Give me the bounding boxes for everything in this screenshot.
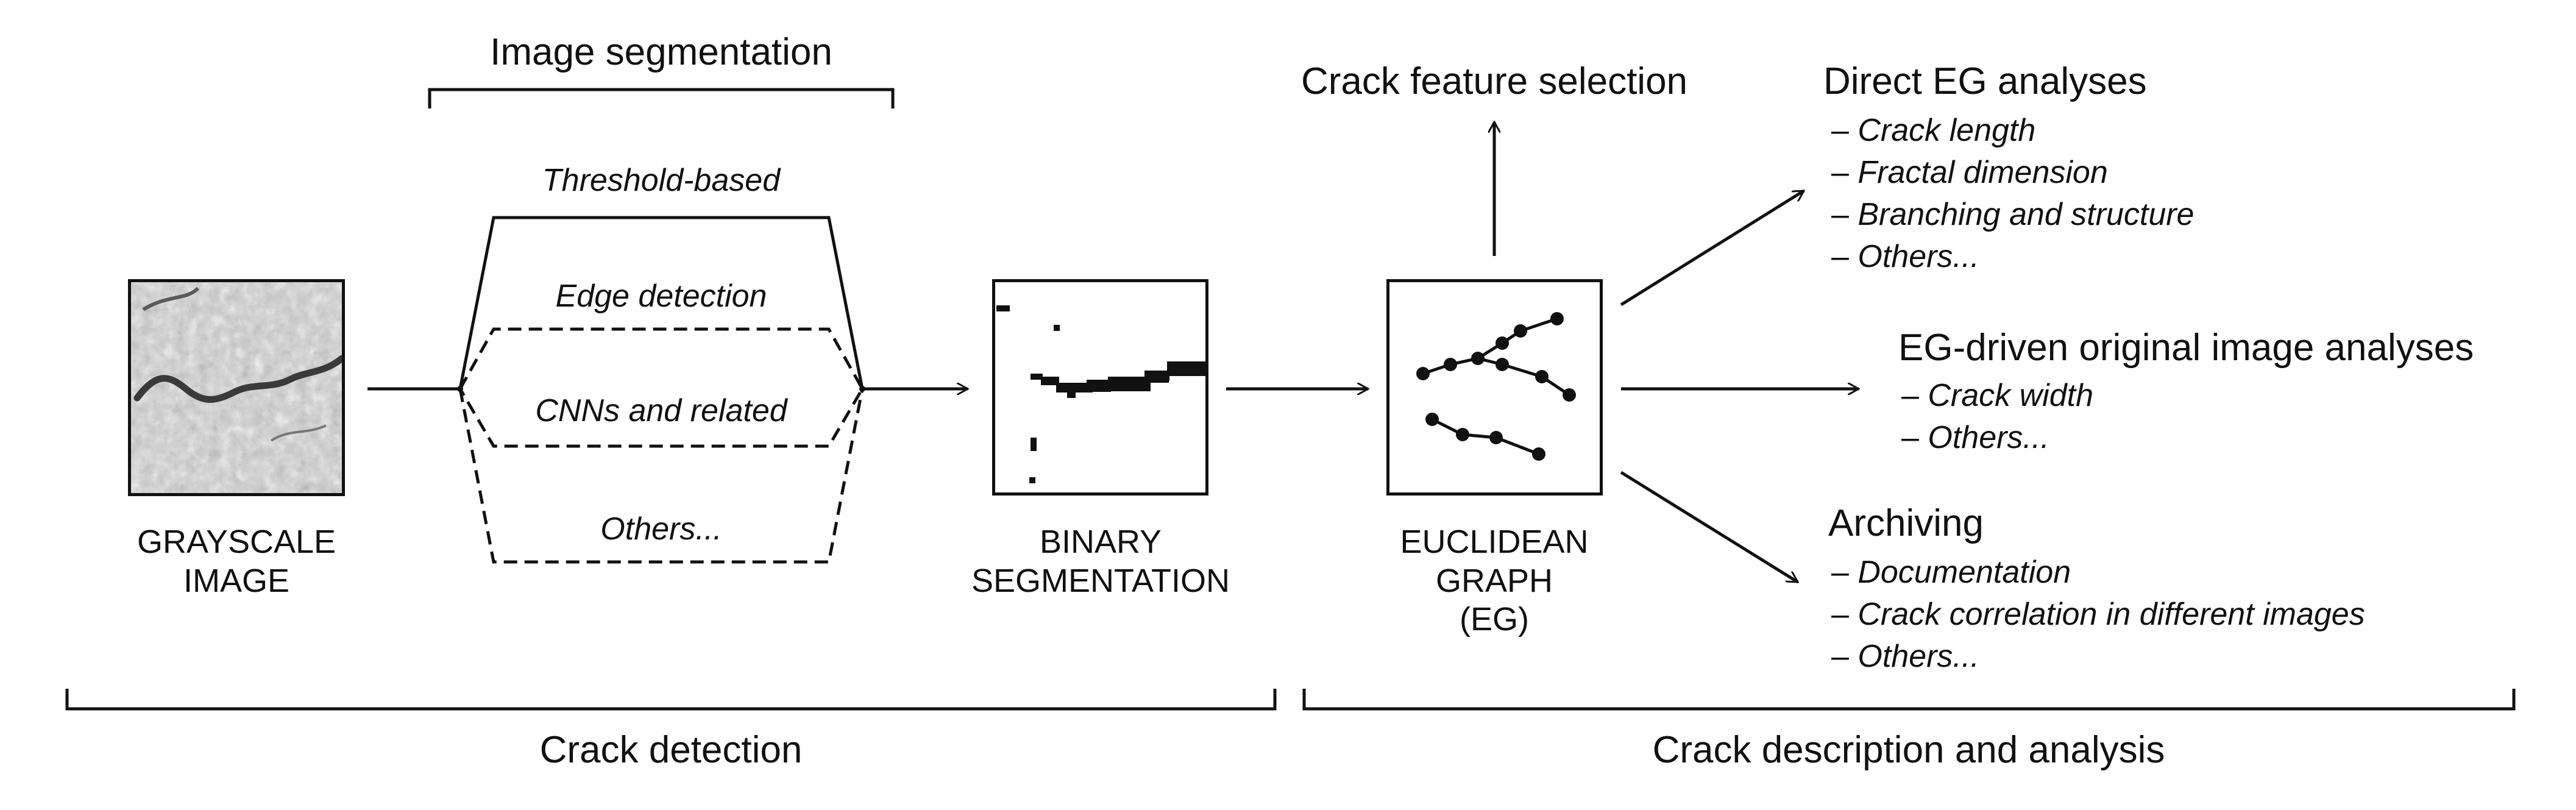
- segmentation-bracket: [428, 88, 895, 108]
- image-segmentation-title: Image segmentation: [490, 31, 832, 73]
- method-edge-detection: Edge detection: [555, 279, 767, 314]
- others-shape: [458, 388, 864, 564]
- list-item: – Crack correlation in different images: [1831, 597, 2365, 632]
- euclidean-graph-image: [1386, 279, 1603, 496]
- direct-eg-list: – Crack length – Fractal dimension – Bra…: [1831, 110, 2194, 278]
- list-item: – Others...: [1831, 239, 1979, 274]
- eg-driven-list: – Crack width – Others...: [1901, 375, 2093, 459]
- feature-selection-title: Crack feature selection: [1300, 60, 1688, 102]
- method-cnn: CNNs and related: [535, 393, 787, 428]
- direct-eg-title: Direct EG analyses: [1823, 60, 2147, 102]
- method-threshold: Threshold-based: [542, 163, 781, 198]
- list-item: – Documentation: [1831, 555, 2071, 590]
- threshold-shape: [458, 216, 864, 389]
- list-item: – Fractal dimension: [1831, 155, 2108, 190]
- crack-description-bracket: [1302, 689, 2516, 711]
- edge-shape: [458, 327, 864, 448]
- eg-driven-title: EG-driven original image analyses: [1898, 327, 2474, 369]
- crack-detection-label: Crack detection: [539, 729, 803, 771]
- binary-segmentation-image: [992, 279, 1208, 496]
- arrow-to-archiving: [1620, 471, 1798, 584]
- grayscale-image: [128, 279, 345, 496]
- archiving-list: – Documentation – Crack correlation in d…: [1831, 552, 2365, 678]
- crack-texture: [131, 282, 342, 493]
- method-others: Others...: [600, 511, 722, 547]
- list-item: – Others...: [1901, 420, 2049, 455]
- list-item: – Others...: [1831, 639, 1979, 674]
- list-item: – Crack width: [1901, 378, 2094, 413]
- crack-description-label: Crack description and analysis: [1652, 729, 2165, 771]
- crack-detection-bracket: [65, 689, 1277, 711]
- list-item: – Crack length: [1831, 113, 2036, 148]
- list-item: – Branching and structure: [1831, 197, 2195, 232]
- arrow-to-direct-eg: [1620, 189, 1804, 307]
- archiving-title: Archiving: [1828, 502, 1984, 544]
